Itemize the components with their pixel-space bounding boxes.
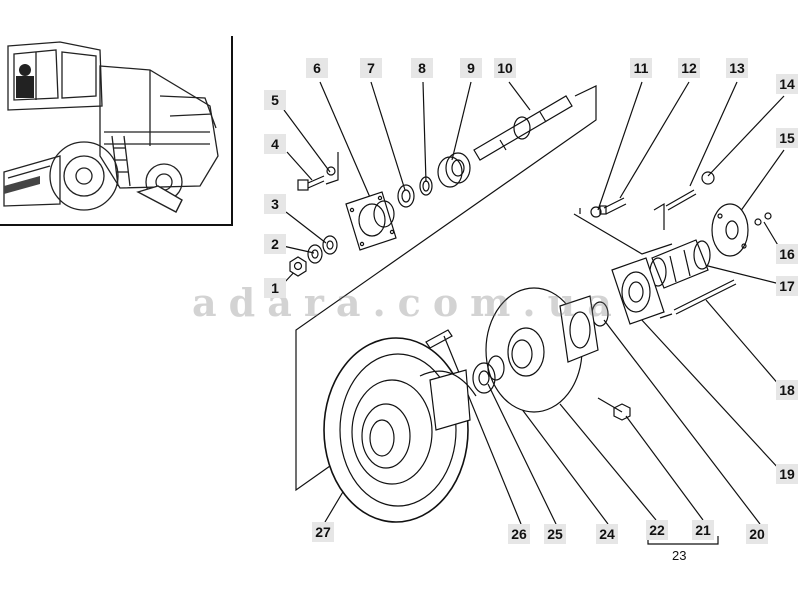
callout-7: 7: [360, 58, 382, 78]
callout-21: 21: [692, 520, 714, 540]
assembly-path-lines: [295, 85, 719, 545]
callout-8: 8: [411, 58, 433, 78]
callout-27: 27: [312, 522, 334, 542]
part-4-bolt: [297, 175, 325, 191]
callout-11: 11: [630, 58, 652, 78]
watermark-text: adara.com.ua: [192, 280, 624, 325]
part-7-seal: [397, 184, 415, 208]
leader-lines: [282, 81, 785, 525]
callout-25: 25: [544, 524, 566, 544]
callout-26: 26: [508, 524, 530, 544]
part-11-nut: [590, 206, 602, 218]
part-3-washer: [322, 235, 338, 255]
part-21-nut: [613, 403, 631, 421]
part-19-hub-housing: [611, 257, 665, 325]
part-1-nut: [289, 256, 307, 277]
part-18-rod: [673, 279, 737, 315]
callout-9: 9: [460, 58, 482, 78]
callout-15: 15: [776, 128, 798, 148]
part-24-ring: [487, 355, 505, 381]
group-label-23: 23: [672, 548, 687, 563]
part-12-bolt: [599, 197, 627, 215]
callout-13: 13: [726, 58, 748, 78]
callout-20: 20: [746, 524, 768, 544]
part-8-ring: [419, 176, 433, 196]
callout-6: 6: [306, 58, 328, 78]
callout-1: 1: [264, 278, 286, 298]
part-10-shaft: [473, 95, 573, 161]
callout-5: 5: [264, 90, 286, 110]
part-27-pulley: [323, 337, 477, 523]
callout-22: 22: [646, 520, 668, 540]
part-17-bushing: [649, 239, 711, 289]
part-16-nut: [754, 212, 772, 226]
callout-10: 10: [494, 58, 516, 78]
combine-harvester-drawing: [3, 41, 219, 213]
part-5-nut: [326, 166, 336, 176]
location-arrow-icon: [136, 185, 183, 213]
part-9-bearing: [437, 152, 471, 188]
part-6-flange-housing: [345, 191, 397, 251]
callout-4: 4: [264, 134, 286, 154]
part-14-nut: [701, 171, 715, 185]
callout-18: 18: [776, 380, 798, 400]
callout-24: 24: [596, 524, 618, 544]
part-15-plate: [711, 203, 749, 257]
callout-2: 2: [264, 234, 286, 254]
callout-3: 3: [264, 194, 286, 214]
callout-12: 12: [678, 58, 700, 78]
callout-17: 17: [776, 276, 798, 296]
callout-14: 14: [776, 74, 798, 94]
part-2-washer: [307, 244, 323, 264]
callout-19: 19: [776, 464, 798, 484]
part-13-stud: [665, 189, 697, 211]
part-22-disc: [485, 287, 599, 413]
part-25-bearing: [472, 362, 496, 394]
callout-16: 16: [776, 244, 798, 264]
combine-harvester-inset: [0, 36, 233, 226]
part-26-key: [425, 329, 453, 349]
